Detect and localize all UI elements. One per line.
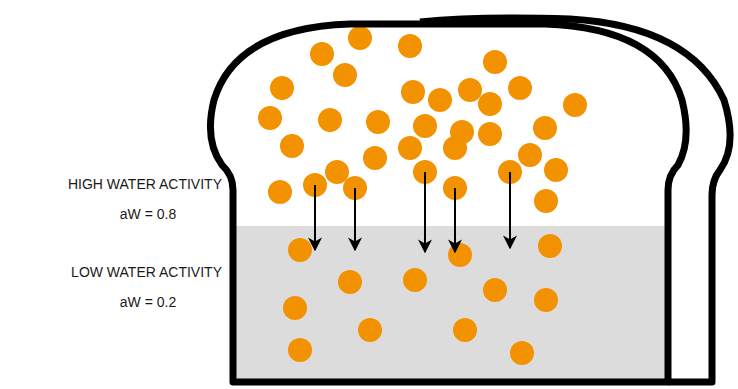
activity-label: aW = 0.2 xyxy=(120,294,176,311)
front-slice-outline xyxy=(210,24,686,382)
activity-label: HIGH WATER ACTIVITY xyxy=(68,176,222,193)
low-activity-region xyxy=(236,226,665,379)
activity-label: aW = 0.8 xyxy=(120,206,176,223)
front-slice-fill xyxy=(210,24,686,382)
diffusion-arrows xyxy=(315,172,510,252)
activity-label: LOW WATER ACTIVITY xyxy=(71,264,222,281)
water-dots xyxy=(258,26,587,365)
